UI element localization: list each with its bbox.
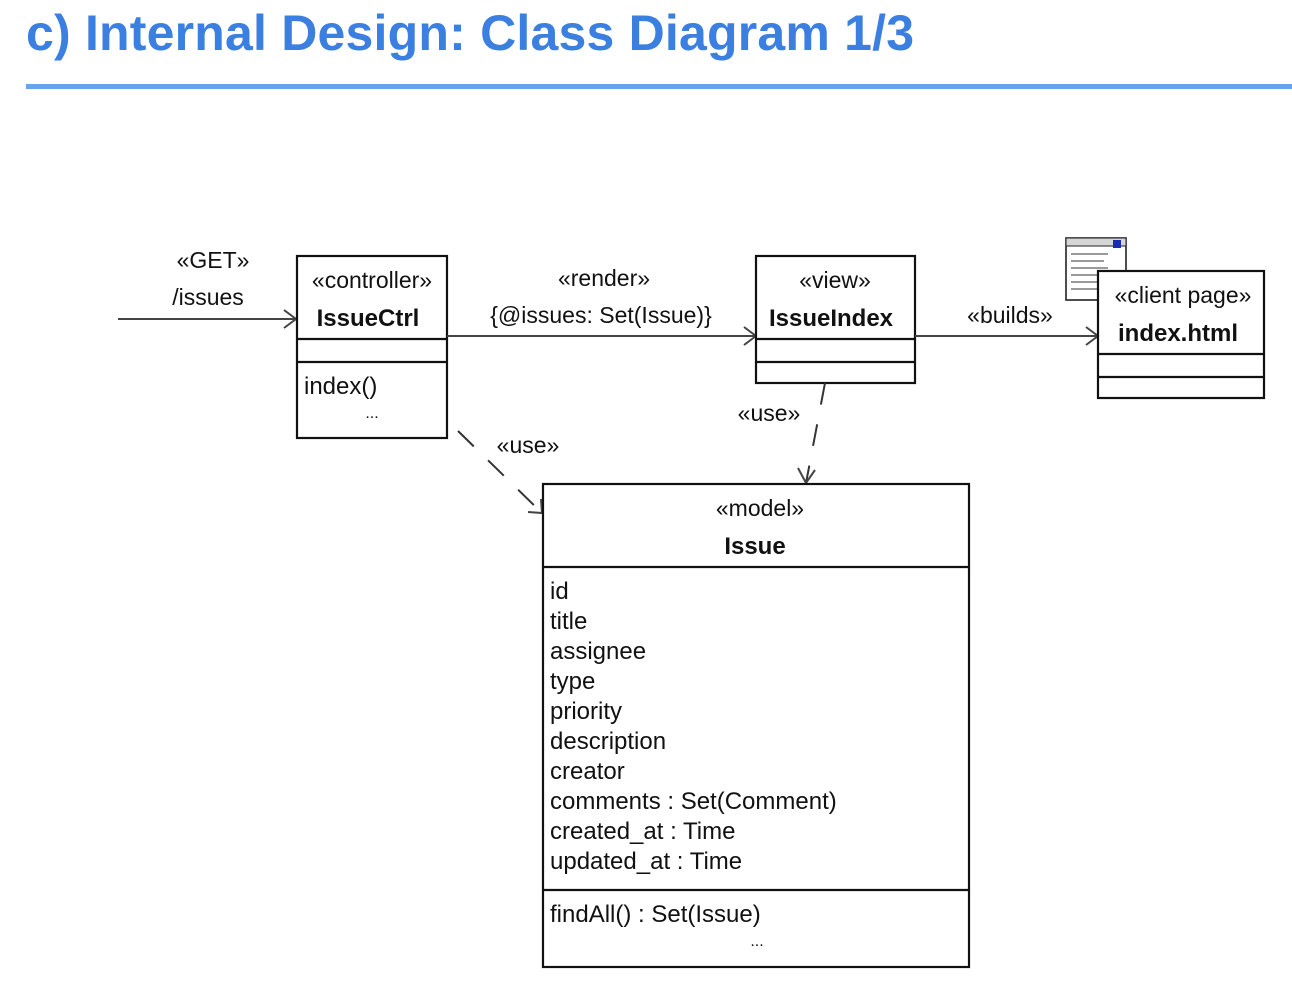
get-path-label: /issues [172, 284, 244, 310]
class-stereotype: «client page» [1115, 282, 1252, 308]
class-ellipsis: ... [750, 933, 763, 950]
get-stereotype-label: «GET» [177, 247, 250, 273]
class-attribute: description [550, 728, 666, 755]
slide-title: c) Internal Design: Class Diagram 1/3 [26, 5, 915, 61]
use-view-label: «use» [738, 400, 801, 426]
class-name: IssueIndex [769, 305, 894, 332]
class-stereotype: «view» [799, 267, 871, 293]
get-request-arrow [118, 309, 298, 329]
class-name: index.html [1118, 320, 1238, 347]
class-attribute: creator [550, 758, 625, 785]
class-attribute: priority [550, 698, 622, 725]
use-controller-label: «use» [497, 432, 560, 458]
class-ellipsis: ... [365, 405, 378, 422]
title-divider [26, 84, 1292, 89]
class-stereotype: «model» [716, 495, 804, 521]
builds-label: «builds» [967, 302, 1053, 328]
class-attribute: id [550, 578, 569, 605]
class-operation: index() [304, 373, 377, 400]
class-operation: findAll() : Set(Issue) [550, 901, 761, 928]
class-attribute: comments : Set(Comment) [550, 788, 837, 815]
class-issue[interactable]: «model» Issue id title assignee type pri… [541, 482, 971, 969]
render-stereotype-label: «render» [558, 265, 650, 291]
class-issueindex[interactable]: «view» IssueIndex [754, 254, 917, 385]
class-stereotype: «controller» [312, 267, 432, 293]
class-attribute: created_at : Time [550, 818, 735, 845]
render-arrow [447, 326, 758, 346]
class-attribute: updated_at : Time [550, 848, 742, 875]
class-name: IssueCtrl [317, 305, 420, 332]
class-attribute: title [550, 608, 587, 635]
render-params-label: {@issues: Set(Issue)} [490, 302, 712, 328]
use-dependency-view [797, 382, 826, 485]
class-index-html[interactable]: «client page» index.html [1096, 269, 1266, 400]
builds-arrow [915, 326, 1100, 346]
class-attribute: type [550, 668, 595, 695]
class-name: Issue [724, 533, 785, 560]
class-issuectrl[interactable]: «controller» IssueCtrl index() ... [295, 254, 449, 440]
class-attribute: assignee [550, 638, 646, 665]
